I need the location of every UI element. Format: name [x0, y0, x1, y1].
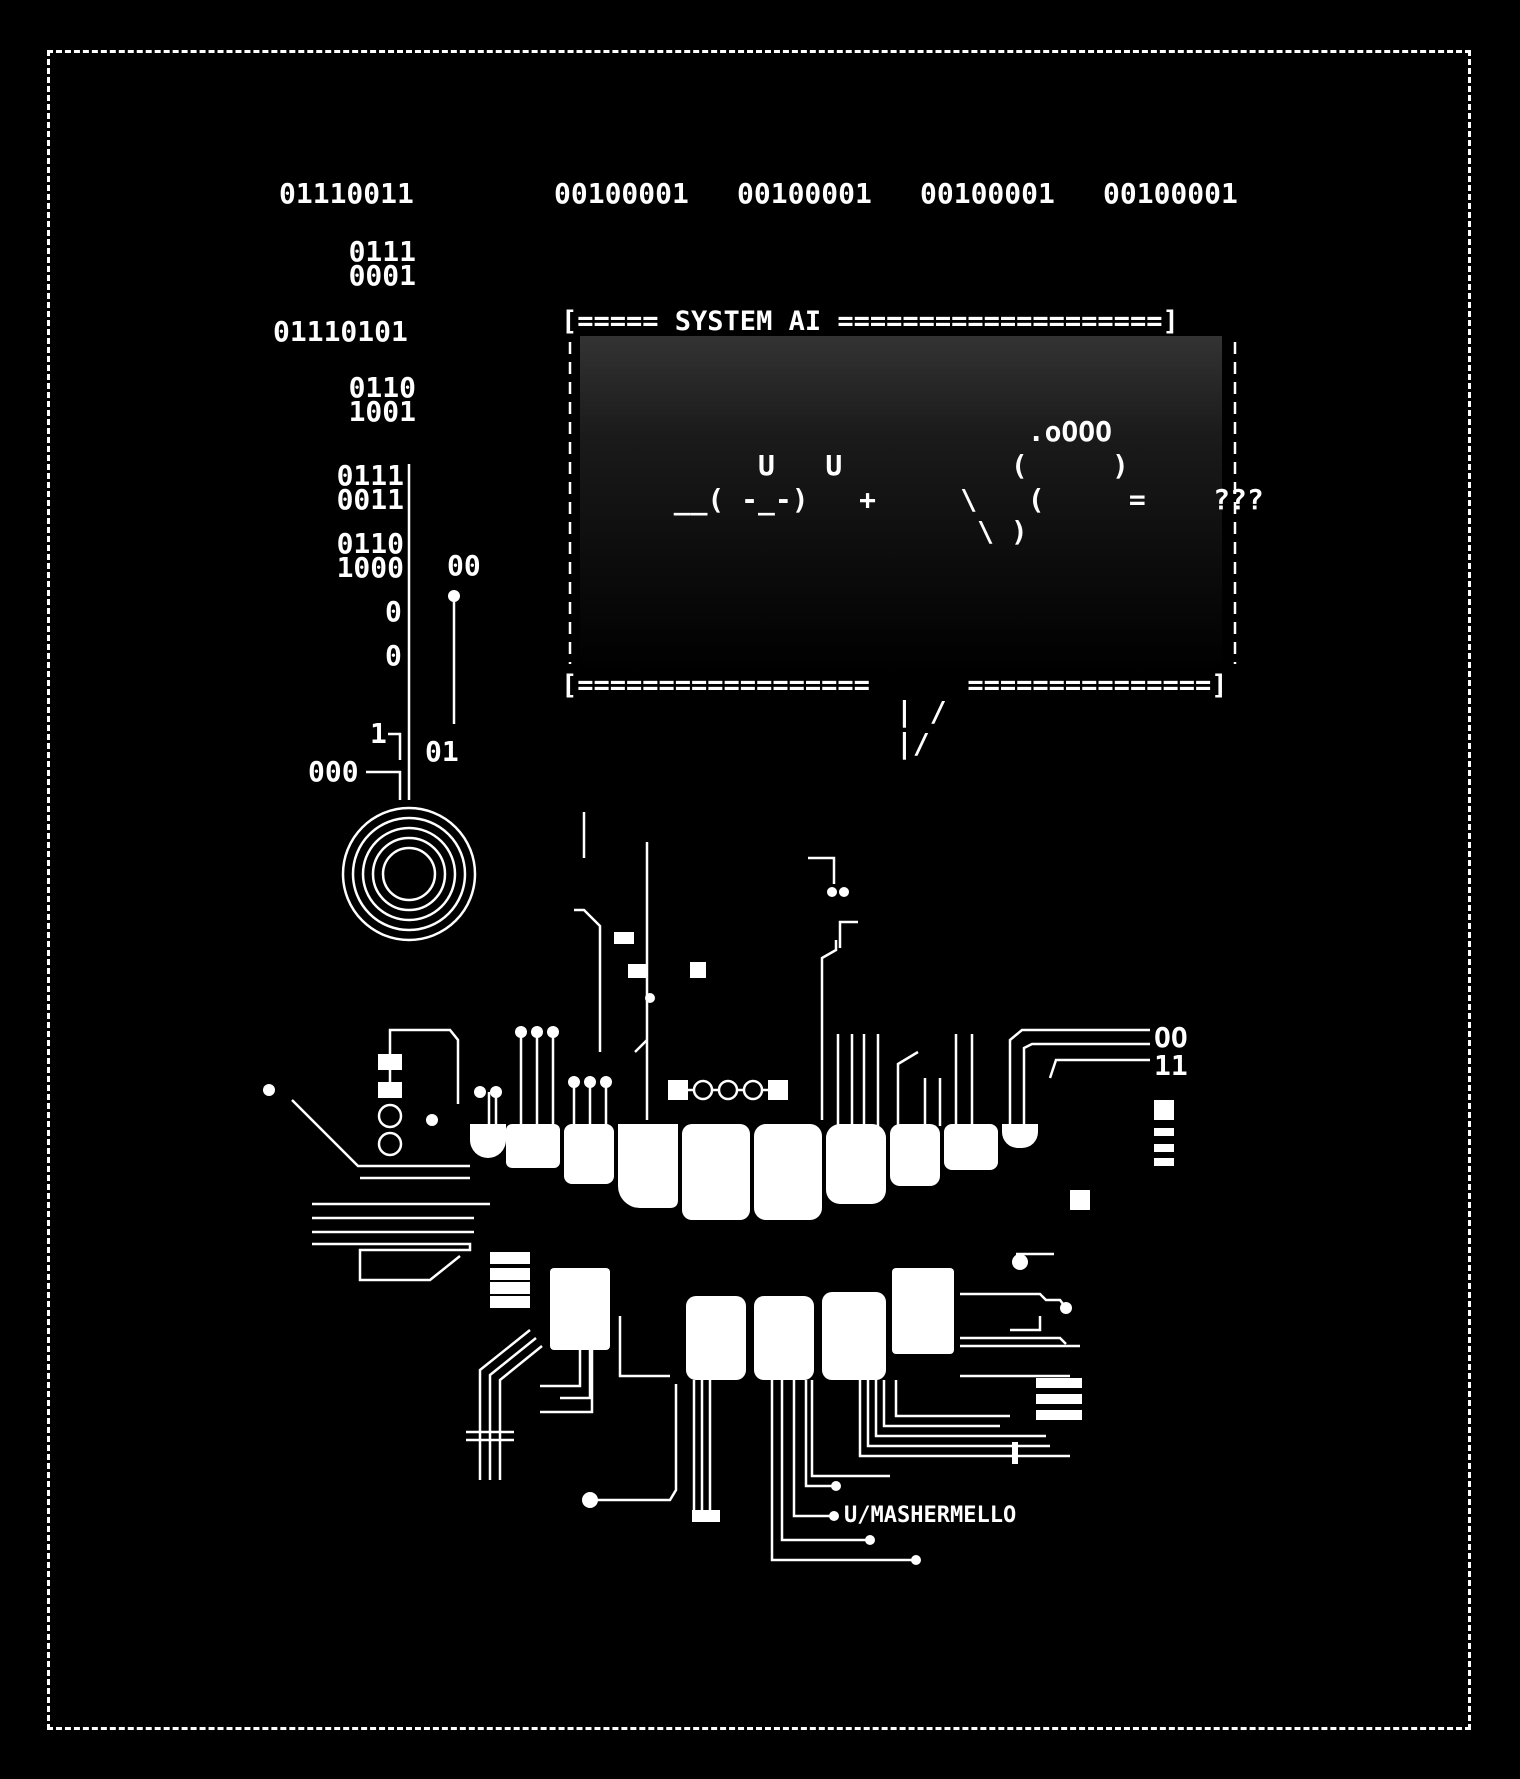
binary-col-6: 0 — [385, 595, 402, 628]
speech-tail-1: | / — [896, 695, 947, 728]
circuit-label-oo: OO — [1154, 1021, 1188, 1054]
binary-top-4: 00100001 — [1103, 177, 1238, 210]
speech-tail-2: |/ — [896, 727, 930, 760]
ascii-line-4: \ ) — [640, 515, 1028, 548]
binary-col-11: 01 — [425, 735, 459, 768]
binary-top-3: 00100001 — [920, 177, 1055, 210]
binary-col-4: 0111 0011 — [336, 459, 404, 516]
binary-top-left: 01110011 — [279, 177, 414, 210]
binary-col-5: 0110 1000 — [336, 527, 404, 584]
binary-col-8: 1 — [370, 717, 387, 750]
binary-col-2: 01110101 — [273, 315, 408, 348]
binary-col-1: 0111 0001 — [348, 235, 416, 292]
binary-col-10: 00 — [447, 549, 481, 582]
binary-col-7: 0 — [385, 639, 402, 672]
ascii-line-1: .oOOO — [640, 415, 1113, 448]
speech-box-bottom: [================== ===============] — [561, 670, 1228, 701]
binary-top-2: 00100001 — [737, 177, 872, 210]
binary-top-1: 00100001 — [554, 177, 689, 210]
dashed-border-frame — [47, 50, 1471, 1730]
binary-col-3: 0110 1001 — [348, 371, 416, 428]
ascii-line-3: __( -_-) + \ ( = ??? — [640, 483, 1264, 516]
circuit-label-11: 11 — [1154, 1049, 1188, 1082]
signature: U/MASHERMELLO — [844, 1503, 1017, 1528]
speech-box-screen — [580, 336, 1222, 672]
speech-box-title: [===== SYSTEM AI ====================] — [561, 306, 1179, 337]
binary-col-9: 000 — [308, 755, 359, 788]
ascii-line-2: U U ( ) — [640, 449, 1129, 482]
